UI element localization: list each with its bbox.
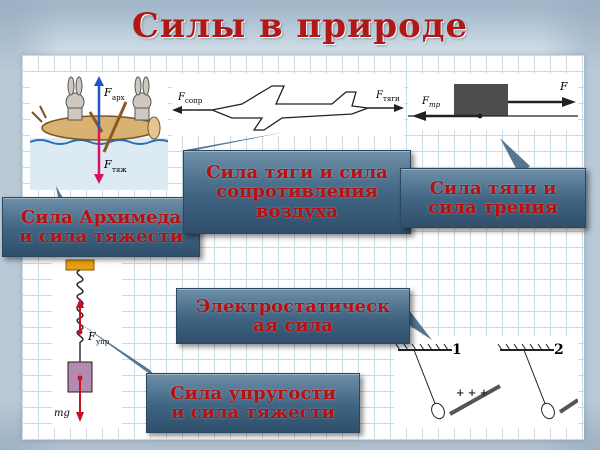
electro-label-1: 1 bbox=[452, 342, 462, 358]
callout-archimedes: Сила Архимеда и сила тяжести bbox=[2, 197, 200, 257]
callout-elastic: Сила упругости и сила тяжести bbox=[146, 373, 360, 433]
spring-illustration: F упр mg bbox=[52, 258, 122, 428]
electrostatic-illustration: 1 2 + + + bbox=[394, 336, 580, 428]
plane-label-right-sub: тяги bbox=[383, 95, 400, 103]
callout-electrostatic-text: Электростатическ ая сила bbox=[195, 295, 391, 336]
callout-thrust-air: Сила тяги и сила сопротивления воздуха bbox=[183, 150, 411, 234]
block-label-right: F bbox=[559, 80, 568, 93]
callout-elastic-text: Сила упругости и сила тяжести bbox=[170, 382, 336, 423]
block-label-left: F bbox=[421, 96, 430, 107]
slide-title: Силы в природе bbox=[131, 6, 469, 46]
electro-label-2: 2 bbox=[554, 342, 564, 358]
airplane-illustration: F сопр F тяги bbox=[172, 74, 404, 136]
boat-label-bottom: F bbox=[103, 158, 112, 171]
boat-label-top: F bbox=[103, 86, 112, 99]
spring-label-top-sub: упр bbox=[96, 338, 110, 346]
callout-thrust-friction: Сила тяги и сила трения bbox=[400, 168, 586, 228]
boat-label-bottom-sub: тяж bbox=[112, 166, 127, 174]
block-friction-illustration: F тр F bbox=[408, 74, 578, 130]
electro-charges: + + + bbox=[456, 388, 488, 399]
plane-label-right: F bbox=[375, 90, 384, 101]
spring-label-bottom: mg bbox=[54, 408, 70, 419]
plane-label-left: F bbox=[177, 92, 186, 103]
callout-archimedes-text: Сила Архимеда и сила тяжести bbox=[18, 206, 184, 247]
boat-label-top-sub: арх bbox=[112, 94, 125, 102]
callout-electrostatic: Электростатическ ая сила bbox=[176, 288, 410, 344]
boat-illustration: F арх F тяж bbox=[29, 72, 171, 190]
callout-thrust-friction-text: Сила тяги и сила трения bbox=[428, 177, 558, 218]
spring-label-top: F bbox=[87, 330, 96, 343]
plane-label-left-sub: сопр bbox=[185, 97, 203, 105]
block-label-left-sub: тр bbox=[429, 101, 441, 109]
callout-thrust-air-text: Сила тяги и сила сопротивления воздуха bbox=[206, 161, 388, 222]
